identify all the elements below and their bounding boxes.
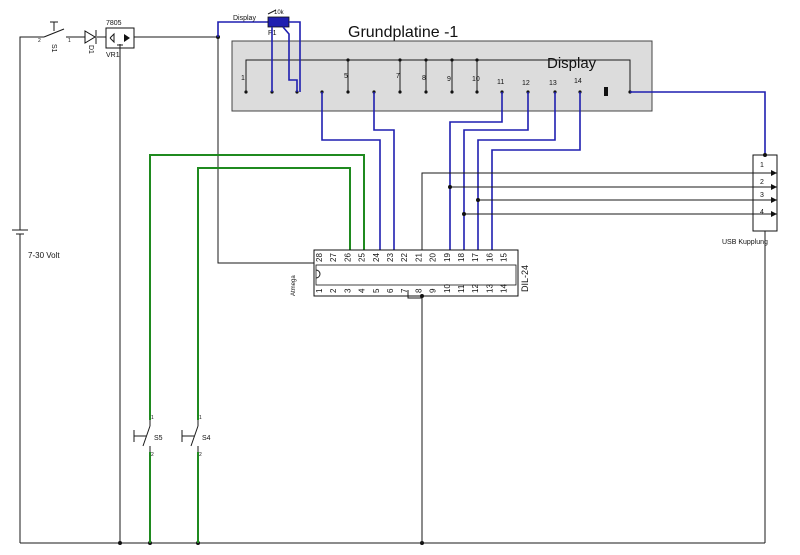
- wire-5v-to-poti: [217, 21, 268, 37]
- switch-s1-pin: 2: [38, 38, 41, 44]
- ic-pin-label: 11: [457, 284, 466, 293]
- poti-p1: 10k P1: [267, 9, 290, 37]
- ic-pin-label: 18: [457, 253, 466, 262]
- usb-lines: [421, 153, 777, 250]
- wire-ic-pin7: [407, 290, 422, 299]
- usb-pin-label: 1: [760, 162, 764, 169]
- display-pin-label: 5: [344, 73, 348, 80]
- regulator-ref: VR1: [106, 52, 120, 59]
- board-title: Grundplatine -1: [348, 24, 458, 41]
- ic-ground-junction: [420, 294, 424, 298]
- ic-pin-label: 27: [329, 253, 338, 262]
- switch-s5-pin: 1: [151, 415, 154, 421]
- battery-label: 7-30 Volt: [28, 251, 60, 260]
- ic-pin-label: 17: [471, 253, 480, 262]
- switch-s5: S5 1 2: [133, 415, 163, 458]
- display-pin-label: 8: [422, 75, 426, 82]
- display-pin-label: 1: [241, 75, 245, 82]
- wire-display-to-ic-23: [373, 92, 395, 250]
- ic-pin-label: 21: [414, 253, 423, 262]
- display-pin-label: 10: [472, 76, 480, 83]
- wire-display-to-ic-24: [321, 92, 381, 250]
- wire-5v-to-ic: [217, 37, 320, 264]
- diode-d1-label: D1: [87, 45, 94, 54]
- display-pin-label: 9: [447, 76, 451, 83]
- wire-battery-to-switch: [19, 36, 40, 230]
- wire-display-to-ic-17: [477, 92, 556, 250]
- ic-pin-label: 5: [372, 288, 381, 293]
- poti-net-label: Display: [233, 15, 256, 22]
- display-pin-label: 13: [549, 80, 557, 87]
- display-pin-label: 14: [574, 78, 582, 85]
- ic-pin-label: 20: [429, 253, 438, 262]
- display-board: [231, 40, 653, 112]
- wire-s5-to-ic-25: [149, 154, 365, 420]
- wire-display-to-ic-19: [449, 92, 503, 250]
- display-pin-label: 7: [396, 73, 400, 80]
- ic-pin-label: 3: [343, 288, 352, 293]
- usb-pin-label: 2: [760, 179, 764, 186]
- regulator-7805: 7805 VR1: [105, 20, 135, 59]
- wire-display-to-ic-18: [463, 92, 529, 250]
- switch-s5-label: S5: [154, 435, 163, 442]
- ic-pin-label: 15: [500, 253, 509, 262]
- display-backlight-marker: [604, 87, 608, 96]
- ic-pin-label: 22: [400, 253, 409, 262]
- display-pin-label: 12: [522, 80, 530, 87]
- ic-pin-label: 25: [358, 253, 367, 262]
- ic-pin-label: 9: [429, 288, 438, 293]
- ic-top-pin-labels: 28 27 26 25 24 23 22 21 20 19 18 17 16 15: [315, 253, 509, 262]
- battery: 7-30 Volt: [12, 229, 60, 260]
- ic-chip-label: Atmega: [291, 275, 297, 296]
- wire-display-to-ic-16: [491, 92, 581, 250]
- usb-label: USB Kupplung: [722, 239, 768, 246]
- switch-s4-pin: 2: [199, 452, 202, 458]
- switch-s1-label: S1: [50, 44, 57, 53]
- ic-pin-label: 2: [329, 288, 338, 293]
- ic-pin-label: 28: [315, 253, 324, 262]
- ic-pin-label: 4: [358, 288, 367, 293]
- switch-s5-pin: 2: [151, 452, 154, 458]
- poti-value: 10k: [274, 10, 285, 16]
- ic-pin-label: 8: [414, 288, 423, 293]
- usb-pin-label: 3: [760, 192, 764, 199]
- switch-s1: S1 2 1: [38, 21, 71, 53]
- ic-package-label: DIL-24: [520, 265, 530, 292]
- ic-pin-label: 7: [400, 288, 409, 293]
- display-pin-stubs: [347, 60, 478, 92]
- ic-pin-label: 10: [443, 284, 452, 293]
- switch-s1-pin: 1: [68, 38, 71, 44]
- switch-s4-pin: 1: [199, 415, 202, 421]
- usb-pin-label: 4: [760, 209, 764, 216]
- ic-pin-label: 1: [315, 288, 324, 293]
- wire-display-to-usb: [630, 91, 766, 155]
- switch-s4-label: S4: [202, 435, 211, 442]
- ic-pin-label: 13: [485, 284, 494, 293]
- ic-pin-label: 23: [386, 253, 395, 262]
- ic-pin-label: 16: [485, 253, 494, 262]
- display-pin-label: 11: [497, 79, 504, 86]
- display-title: Display: [547, 55, 597, 72]
- regulator-part: 7805: [106, 20, 122, 27]
- wire-poti-right: [289, 21, 301, 92]
- ic-pin-label: 26: [343, 253, 352, 262]
- usb-connector: 1 2 3 4 USB Kupplung: [722, 154, 778, 246]
- ic-pin-label: 19: [443, 253, 452, 262]
- wire-s4-to-ic-26: [197, 167, 351, 420]
- display-pin-labels: 1 5 7 8 9 10 11 12 13 14: [241, 73, 582, 87]
- ic-pin-label: 14: [500, 284, 509, 293]
- switch-s4: S4 1 2: [181, 415, 211, 458]
- ic-pin-label: 6: [386, 288, 395, 293]
- wire-poti-wiper: [282, 26, 298, 92]
- diode-d1: D1: [84, 30, 97, 54]
- ic-pin-label: 12: [471, 284, 480, 293]
- ic-pin-label: 24: [372, 253, 381, 262]
